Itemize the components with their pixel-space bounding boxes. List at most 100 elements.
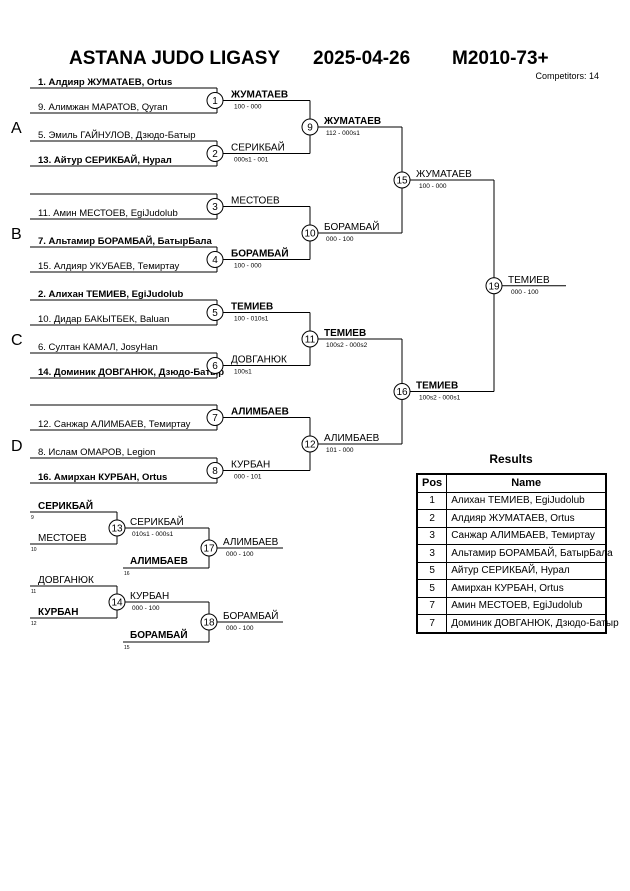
match-16: 16 bbox=[393, 383, 411, 400]
round2-winner-name: ТЕМИЕВ bbox=[324, 328, 366, 339]
round3-score: 100 - 000 bbox=[419, 183, 447, 190]
match-number: 11 bbox=[305, 335, 316, 346]
result-position: 3 bbox=[416, 526, 448, 545]
match-number: 8 bbox=[212, 466, 218, 477]
match-1: 1 bbox=[206, 92, 224, 109]
competitor-name: 14. Доминик ДОВГАНЮК, Дзюдо-Батыр bbox=[38, 367, 224, 378]
competitor-count: Competitors: 14 bbox=[535, 71, 599, 81]
round1-winner-name: ДОВГАНЮК bbox=[231, 355, 287, 366]
pool-label-a: A bbox=[11, 120, 22, 137]
match-6: 6 bbox=[206, 357, 224, 374]
repechage-entrant-name: БОРАМБАЙ bbox=[130, 628, 188, 641]
round3-winner-name: ТЕМИЕВ bbox=[416, 381, 458, 392]
round2-score: 112 - 000s1 bbox=[326, 130, 360, 137]
weight-category: M2010-73+ bbox=[452, 48, 549, 69]
competitor-name: 12. Санжар АЛИМБАЕВ, Темиртау bbox=[38, 419, 191, 430]
match-15: 15 bbox=[393, 171, 411, 189]
match-circle bbox=[108, 593, 126, 611]
match-number: 17 bbox=[203, 544, 215, 555]
round2-score: 101 - 000 bbox=[326, 447, 354, 454]
match-circle bbox=[206, 145, 224, 162]
result-position: 3 bbox=[416, 544, 448, 563]
match-number: 6 bbox=[212, 361, 218, 372]
match-circle bbox=[206, 462, 224, 479]
match-circle bbox=[206, 304, 224, 321]
repechage-ref: 16 bbox=[124, 571, 130, 577]
repechage-winner-name: КУРБАН bbox=[130, 591, 169, 602]
match-18: 18 bbox=[200, 613, 218, 631]
match-circle bbox=[108, 519, 126, 537]
competitor-name: 16. Амирхан КУРБАН, Ortus bbox=[38, 472, 167, 483]
match-5: 5 bbox=[206, 304, 224, 321]
results-col-pos: Pos bbox=[416, 473, 448, 493]
match-number: 10 bbox=[304, 229, 316, 240]
match-number: 12 bbox=[304, 440, 316, 451]
repechage-ref: 9 bbox=[31, 515, 34, 521]
round1-winner-name: МЕСТОЕВ bbox=[231, 196, 280, 207]
repechage-entrant-name: ДОВГАНЮК bbox=[38, 575, 94, 586]
repechage-ref: 11 bbox=[31, 589, 36, 595]
match-circle bbox=[393, 171, 411, 189]
round1-score: 000s1 - 001 bbox=[234, 157, 269, 164]
round2-winner-name: АЛИМБАЕВ bbox=[324, 433, 380, 444]
round1-winner-name: БОРАМБАЙ bbox=[231, 247, 289, 260]
match-17: 17 bbox=[200, 539, 218, 557]
results-header-row: Pos Name bbox=[416, 473, 607, 493]
result-name: Алдияр ЖУМАТАЕВ, Ortus bbox=[446, 509, 607, 528]
repechage-entrant-name: СЕРИКБАЙ bbox=[38, 499, 93, 512]
match-12: 12 bbox=[301, 435, 319, 453]
repechage-score: 010s1 - 000s1 bbox=[132, 531, 174, 538]
competitor-name: 10. Дидар БАКЫТБЕК, Baluan bbox=[38, 314, 169, 325]
round3-winner-name: ЖУМАТАЕВ bbox=[416, 169, 472, 180]
match-number: 5 bbox=[212, 308, 218, 319]
competitor-name: 1. Алдияр ЖУМАТАЕВ, Ortus bbox=[38, 77, 172, 88]
round1-winner-name: КУРБАН bbox=[231, 460, 270, 471]
match-number: 4 bbox=[212, 255, 218, 266]
match-circle bbox=[485, 277, 503, 295]
repechage-entrant-name: АЛИМБАЕВ bbox=[130, 556, 188, 567]
round1-score: 000 - 101 bbox=[234, 474, 262, 481]
round3-score: 100s2 - 000s1 bbox=[419, 395, 461, 402]
repechage-entrant-name: МЕСТОЕВ bbox=[38, 533, 87, 544]
round1-winner-name: СЕРИКБАЙ bbox=[231, 141, 285, 154]
result-name: Амин МЕСТОЕВ, EgiJudolub bbox=[446, 596, 607, 615]
results-title: Results bbox=[489, 452, 533, 466]
match-10: 10 bbox=[301, 224, 319, 242]
competitor-name: 6. Султан КАМАЛ, JosyHan bbox=[38, 342, 158, 353]
result-position: 1 bbox=[416, 491, 448, 510]
round1-score: 100 - 010s1 bbox=[234, 316, 269, 323]
repechage-score: 000 - 100 bbox=[226, 551, 254, 558]
match-circle bbox=[206, 198, 224, 215]
match-circle bbox=[206, 92, 224, 109]
round2-winner-name: БОРАМБАЙ bbox=[324, 220, 379, 233]
event-date: 2025-04-26 bbox=[313, 48, 410, 69]
pool-label-b: B bbox=[11, 226, 22, 243]
result-name: Амирхан КУРБАН, Ortus bbox=[446, 579, 607, 598]
round1-winner-name: ЖУМАТАЕВ bbox=[230, 90, 288, 101]
repechage-winner-name: АЛИМБАЕВ bbox=[223, 537, 279, 548]
result-name: Санжар АЛИМБАЕВ, Темиртау bbox=[446, 526, 607, 545]
match-circle bbox=[393, 383, 411, 400]
match-circle bbox=[301, 330, 319, 348]
competitor-name: 5. Эмиль ГАЙНУЛОВ, Дзюдо-Батыр bbox=[38, 129, 196, 141]
competitor-name: 2. Алихан ТЕМИЕВ, EgiJudolub bbox=[38, 289, 184, 300]
result-name: Алихан ТЕМИЕВ, EgiJudolub bbox=[446, 491, 607, 510]
round2-score: 000 - 100 bbox=[326, 236, 354, 243]
round1-score: 100 - 000 bbox=[234, 263, 262, 270]
result-position: 5 bbox=[416, 561, 448, 580]
results-col-name: Name bbox=[446, 473, 607, 493]
match-number: 7 bbox=[212, 413, 218, 424]
match-3: 3 bbox=[206, 198, 224, 215]
repechage-winner-name: СЕРИКБАЙ bbox=[130, 515, 184, 528]
result-name: Альтамир БОРАМБАЙ, БатырБала bbox=[446, 544, 613, 563]
repechage-ref: 10 bbox=[31, 547, 37, 553]
match-circle bbox=[200, 613, 218, 631]
repechage-entrant-name: КУРБАН bbox=[38, 607, 79, 618]
result-name: Айтур СЕРИКБАЙ, Нурал bbox=[446, 561, 607, 580]
